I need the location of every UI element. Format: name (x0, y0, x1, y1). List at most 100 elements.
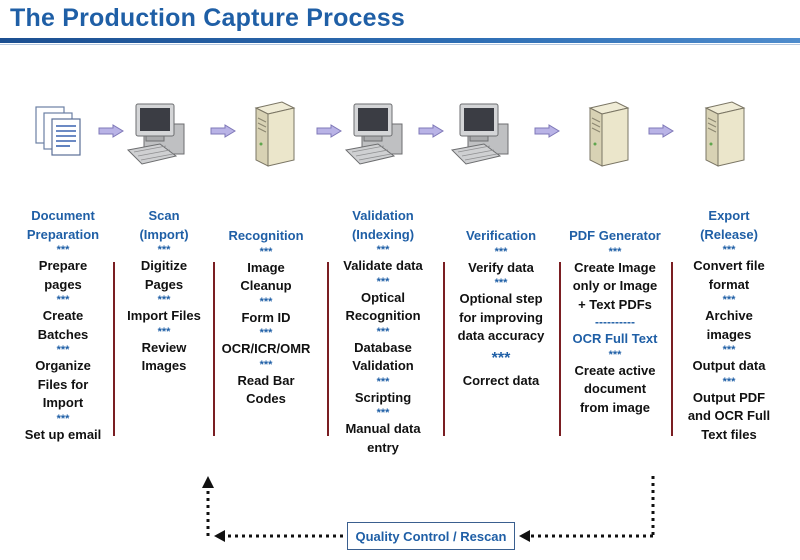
column-heading: Scan (148, 208, 180, 223)
step-text: Organize (35, 358, 91, 373)
star-separator: *** (722, 344, 736, 356)
column-heading: (Indexing) (351, 226, 415, 242)
column-scan: Scan (Import) *** Digitize Pages *** Imp… (116, 207, 212, 376)
column-separator (559, 262, 561, 436)
step-text: Validation (352, 358, 414, 373)
workstation-icon (450, 103, 509, 165)
star-separator: *** (259, 327, 273, 339)
star-separator: *** (259, 245, 273, 258)
star-separator: *** (157, 294, 171, 306)
star-separator: *** (56, 412, 70, 425)
workstation-icon (344, 103, 403, 165)
star-separator: *** (608, 348, 622, 361)
step-text: pages (44, 276, 82, 292)
star-separator: *** (494, 277, 508, 289)
flow-arrow-icon (418, 124, 444, 138)
step-text: images (706, 326, 752, 342)
column-separator (213, 262, 215, 436)
star-separator: *** (608, 245, 622, 258)
flow-arrow-icon (316, 124, 342, 138)
star-separator: *** (722, 375, 736, 388)
step-text: Manual data (345, 421, 421, 436)
flow-arrow-icon (534, 124, 560, 138)
title-rule (0, 38, 800, 43)
star-separator: *** (56, 244, 70, 256)
step-text: Convert file (693, 258, 765, 273)
step-text: + Text PDFs (578, 296, 652, 312)
star-separator: *** (56, 344, 70, 356)
step-text: Output PDF (692, 389, 766, 405)
step-text: Pages (144, 276, 184, 292)
column-verification: Verification *** Verify data *** Optiona… (448, 227, 554, 390)
step-text: Cleanup (240, 278, 292, 293)
column-heading: Document (31, 208, 95, 223)
column-separator (327, 262, 329, 436)
column-recognition: Recognition *** Image Cleanup *** Form I… (216, 227, 316, 409)
flow-arrow-icon (648, 124, 674, 138)
server-icon (254, 101, 296, 167)
star-separator: *** (491, 349, 511, 367)
star-separator: *** (56, 294, 70, 306)
star-separator: *** (259, 295, 273, 308)
step-text: from image (579, 399, 651, 415)
step-text: Review (141, 339, 187, 355)
column-validation: Validation (Indexing) *** Validate data … (330, 207, 436, 457)
page-title: The Production Capture Process (10, 4, 405, 32)
flow-arrow-icon (210, 124, 236, 138)
column-heading: Preparation (26, 226, 100, 242)
step-text: only or Image (572, 278, 658, 293)
step-text: Text files (701, 426, 757, 442)
column-subheading: OCR Full Text (572, 331, 658, 346)
step-text: Recognition (345, 308, 421, 323)
star-separator: *** (376, 244, 390, 256)
quality-control-box: Quality Control / Rescan (347, 522, 515, 550)
step-text: Prepare (38, 258, 88, 273)
column-heading: (Release) (700, 226, 758, 242)
step-text: Form ID (241, 309, 291, 325)
column-export: Export (Release) *** Convert file format… (674, 207, 784, 444)
step-text: Scripting (354, 389, 412, 405)
step-text: document (583, 381, 647, 396)
column-separator (671, 262, 673, 436)
step-text: Correct data (462, 372, 540, 388)
workstation-icon (126, 103, 185, 165)
step-text: Verify data (468, 259, 534, 275)
step-text: OCR/ICR/OMR (221, 341, 311, 356)
flow-arrow-icon (98, 124, 124, 138)
column-document-preparation: Document Preparation *** Prepare pages *… (14, 207, 112, 444)
step-text: format (708, 276, 750, 292)
star-separator: *** (157, 244, 171, 256)
step-text: Import Files (127, 308, 201, 323)
step-text: and OCR Full (687, 408, 771, 423)
step-text: Database (354, 339, 412, 355)
column-pdf-generator: PDF Generator *** Create Image only or I… (562, 227, 668, 417)
star-separator: *** (259, 358, 273, 371)
star-separator: *** (376, 375, 390, 388)
step-text: Create Image (574, 259, 656, 275)
star-separator: *** (157, 325, 171, 338)
step-text: Optical (360, 289, 406, 305)
column-heading: Validation (352, 208, 414, 223)
step-text: Images (141, 358, 187, 373)
document-icon (35, 106, 81, 156)
star-separator: *** (376, 275, 390, 288)
star-separator: *** (722, 244, 736, 256)
column-heading: Recognition (228, 228, 304, 243)
step-text: Optional step (459, 291, 543, 306)
star-separator: *** (494, 245, 508, 258)
dash-separator: ---------- (595, 315, 635, 329)
step-text: Files for (37, 376, 89, 392)
step-text: Batches (37, 326, 89, 342)
column-separator (113, 262, 115, 436)
step-text: Import (42, 395, 84, 410)
column-separator (443, 262, 445, 436)
step-text: Create (42, 308, 84, 323)
step-text: Image (247, 259, 285, 275)
column-heading: (Import) (139, 226, 189, 242)
step-text: for improving (459, 309, 543, 325)
server-icon (704, 101, 746, 167)
column-heading: Export (708, 208, 750, 223)
step-text: Digitize (140, 258, 188, 273)
column-heading: Verification (465, 228, 537, 243)
